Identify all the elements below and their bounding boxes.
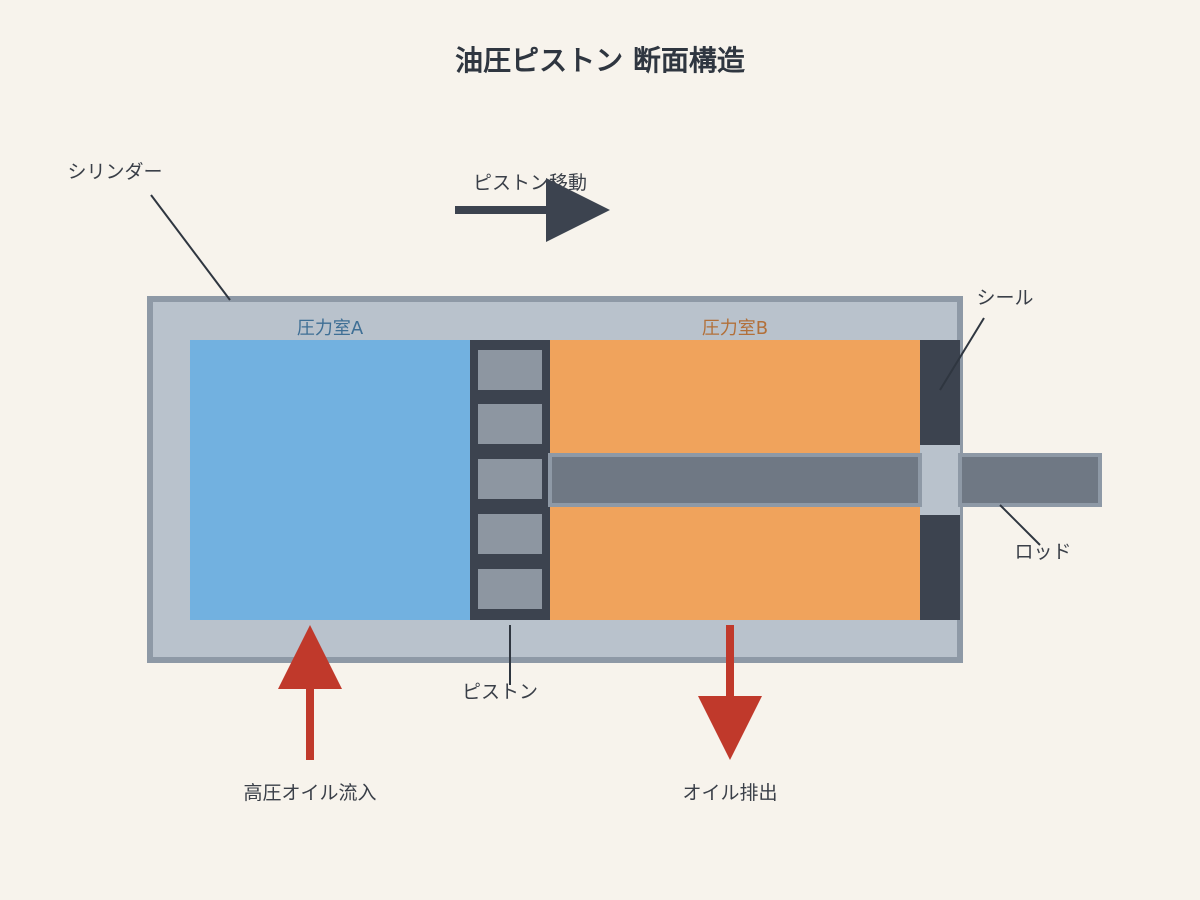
arrow-down-icon bbox=[698, 625, 762, 760]
oil-inflow-label: 高圧オイル流入 bbox=[243, 782, 376, 804]
rod-outer bbox=[958, 453, 1102, 507]
rod-label: ロッド bbox=[1014, 541, 1071, 563]
piston-ring bbox=[478, 569, 542, 609]
piston-ring bbox=[478, 459, 542, 499]
piston-ring bbox=[478, 514, 542, 554]
arrow-right-icon bbox=[455, 178, 610, 242]
seal-gap bbox=[920, 445, 960, 515]
arrow-up-icon bbox=[278, 625, 342, 760]
diagram-title: 油圧ピストン 断面構造 bbox=[455, 44, 745, 77]
piston-label: ピストン bbox=[462, 681, 538, 703]
seal-label: シール bbox=[976, 287, 1033, 309]
pressure-chamber-a bbox=[190, 340, 470, 620]
seal-leader-line bbox=[939, 317, 985, 391]
rod-leader-line bbox=[999, 504, 1041, 546]
chamber-a-label: 圧力室A bbox=[297, 318, 364, 339]
oil-outflow-label: オイル排出 bbox=[682, 782, 777, 804]
rod-inner bbox=[548, 453, 922, 507]
piston-ring bbox=[478, 350, 542, 390]
chamber-b-label: 圧力室B bbox=[702, 318, 768, 339]
cylinder-label: シリンダー bbox=[67, 161, 162, 183]
piston-ring bbox=[478, 404, 542, 444]
cylinder-leader-line bbox=[150, 194, 231, 301]
